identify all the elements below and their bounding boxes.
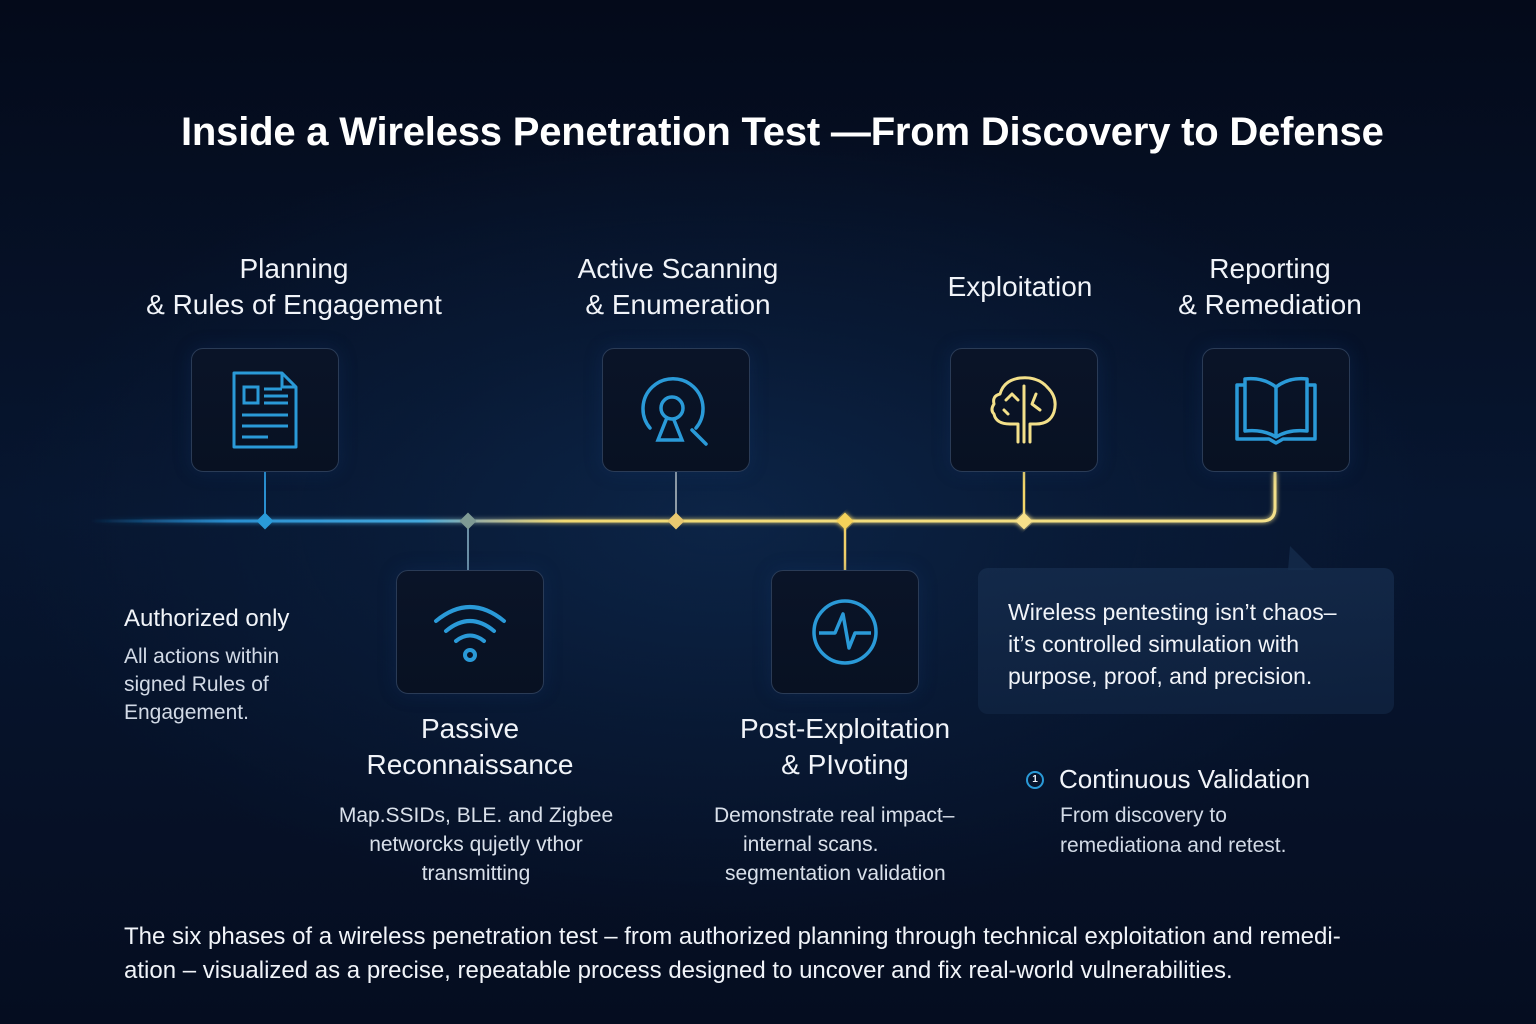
authorized-note: Authorized only All actions within signe… xyxy=(124,605,354,727)
phase-reporting-label: Reporting & Remediation xyxy=(1178,253,1362,320)
phase-passive-card[interactable] xyxy=(396,570,544,694)
phase-planning-label: Planning & Rules of Engagement xyxy=(146,253,442,320)
phase-exploitation-label: Exploitation xyxy=(947,271,1093,302)
document-icon xyxy=(232,371,298,449)
pulse-icon xyxy=(812,599,878,665)
step-badge-icon: 1 xyxy=(1026,770,1044,789)
quote-box: Wireless pentesting isn’t chaos– it’s co… xyxy=(978,568,1394,714)
wifi-icon xyxy=(434,605,506,662)
timeline-nodes xyxy=(256,512,1033,530)
phase-post-description: Demonstrate real impact– internal scans.… xyxy=(714,804,955,885)
brain-tree-icon xyxy=(990,376,1057,444)
open-book-icon xyxy=(1235,376,1317,445)
authorized-note-title: Authorized only xyxy=(124,605,290,632)
radar-search-icon xyxy=(641,376,708,446)
phase-post-card[interactable] xyxy=(771,570,919,694)
phase-active-label: Active Scanning & Enumeration xyxy=(577,253,779,320)
phase-exploitation-card[interactable] xyxy=(950,348,1098,472)
phase-planning-card[interactable] xyxy=(191,348,339,472)
phase-passive-description: Map.SSIDs, BLE. and Zigbee networcks quj… xyxy=(338,804,614,885)
phase-active-card[interactable] xyxy=(602,348,750,472)
page-title: Inside a Wireless Penetration Test —From… xyxy=(181,110,1384,154)
phase-reporting-card[interactable] xyxy=(1202,348,1350,472)
caption: The six phases of a wireless penetration… xyxy=(124,923,1341,984)
phase-post-label: Post-Exploitation & PIvoting xyxy=(739,713,951,780)
phase-passive-label: Passive Reconnaissance xyxy=(366,713,574,780)
quote-tail xyxy=(1288,546,1314,570)
continuous-validation: 1 Continuous Validation From discovery t… xyxy=(1026,764,1386,861)
continuous-validation-title: Continuous Validation xyxy=(1059,764,1311,794)
